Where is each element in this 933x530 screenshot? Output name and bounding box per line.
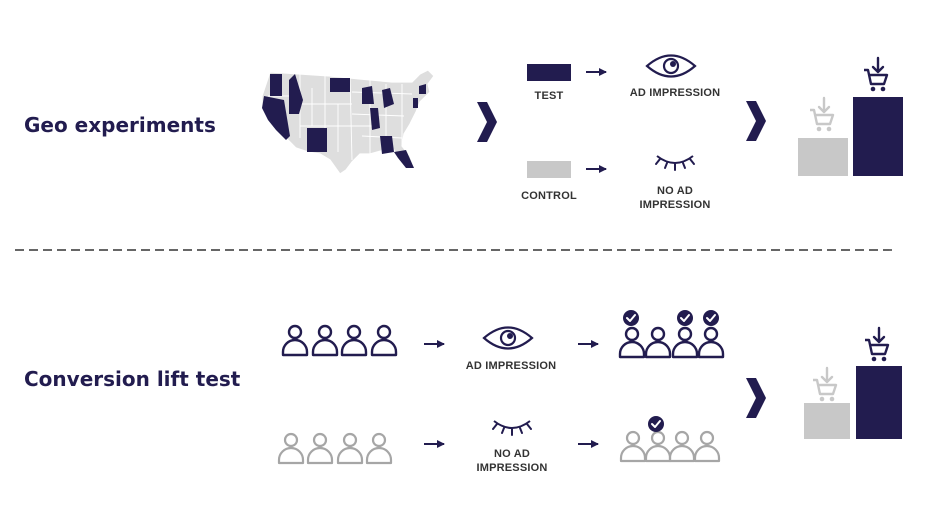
conversion-no-ad-line-2: IMPRESSION xyxy=(476,462,548,474)
check-badge-icon xyxy=(647,415,665,433)
conversion-no-ad-impression-label: NO AD IMPRESSION xyxy=(457,447,567,475)
state-california xyxy=(262,96,290,140)
state-florida xyxy=(394,150,414,168)
person-icon xyxy=(281,324,309,357)
check-badge-icon xyxy=(702,309,720,327)
state-washington xyxy=(270,74,282,96)
test-swatch xyxy=(527,64,571,81)
state-idaho xyxy=(289,74,303,114)
check-badge-icon xyxy=(622,309,640,327)
state-new-mexico xyxy=(307,128,327,152)
holdout-result-group xyxy=(619,415,721,463)
person-icon xyxy=(644,326,672,359)
geo-no-ad-line-2: IMPRESSION xyxy=(639,199,711,211)
person-icon xyxy=(619,430,647,463)
eye-closed-icon xyxy=(492,420,532,436)
state-michigan xyxy=(382,88,394,108)
test-result-bar xyxy=(853,97,903,176)
geo-experiments-title: Geo experiments xyxy=(24,113,216,137)
state-north-dakota xyxy=(330,78,350,92)
shopping-cart-icon xyxy=(808,96,835,133)
eye-closed-icon xyxy=(655,155,695,171)
person-icon xyxy=(644,430,672,463)
check-badge-icon xyxy=(676,309,694,327)
person-icon xyxy=(277,432,305,465)
person-icon xyxy=(306,432,334,465)
person-icon xyxy=(311,324,339,357)
geo-no-ad-impression-label: NO AD IMPRESSION xyxy=(620,184,730,212)
conversion-ad-impression-label: AD IMPRESSION xyxy=(465,360,557,372)
person-icon xyxy=(340,324,368,357)
person-icon xyxy=(618,326,646,359)
shopping-cart-icon xyxy=(811,366,838,403)
control-label: CONTROL xyxy=(521,190,577,202)
state-illinois xyxy=(370,108,380,130)
exposed-result-group xyxy=(618,309,725,359)
chevron-right-icon xyxy=(746,378,766,418)
person-icon xyxy=(365,432,393,465)
person-icon xyxy=(336,432,364,465)
conversion-no-ad-line-1: NO AD xyxy=(493,448,531,460)
state-alabama xyxy=(380,136,394,154)
geo-ad-impression-label: AD IMPRESSION xyxy=(629,87,721,99)
person-icon xyxy=(671,326,699,359)
control-swatch xyxy=(527,161,571,178)
state-new-jersey xyxy=(413,98,418,108)
person-icon xyxy=(370,324,398,357)
chevron-right-icon xyxy=(746,101,766,141)
test-label: TEST xyxy=(534,90,564,102)
person-icon xyxy=(693,430,721,463)
exposed-group xyxy=(281,324,398,357)
holdout-group xyxy=(277,432,393,465)
exposed-result-bar xyxy=(856,366,902,439)
shopping-cart-icon xyxy=(863,326,890,363)
eye-open-icon xyxy=(645,54,697,78)
eye-open-icon xyxy=(482,326,534,350)
person-icon xyxy=(668,430,696,463)
geo-no-ad-line-1: NO AD xyxy=(656,185,694,197)
holdout-result-bar xyxy=(804,403,850,439)
state-new-hampshire xyxy=(419,84,426,94)
conversion-lift-test-title: Conversion lift test xyxy=(24,367,241,391)
state-wisconsin xyxy=(362,86,374,104)
control-result-bar xyxy=(798,138,848,176)
usa-map xyxy=(261,69,435,175)
person-icon xyxy=(697,326,725,359)
chevron-right-icon xyxy=(477,102,497,142)
shopping-cart-icon xyxy=(862,56,889,93)
